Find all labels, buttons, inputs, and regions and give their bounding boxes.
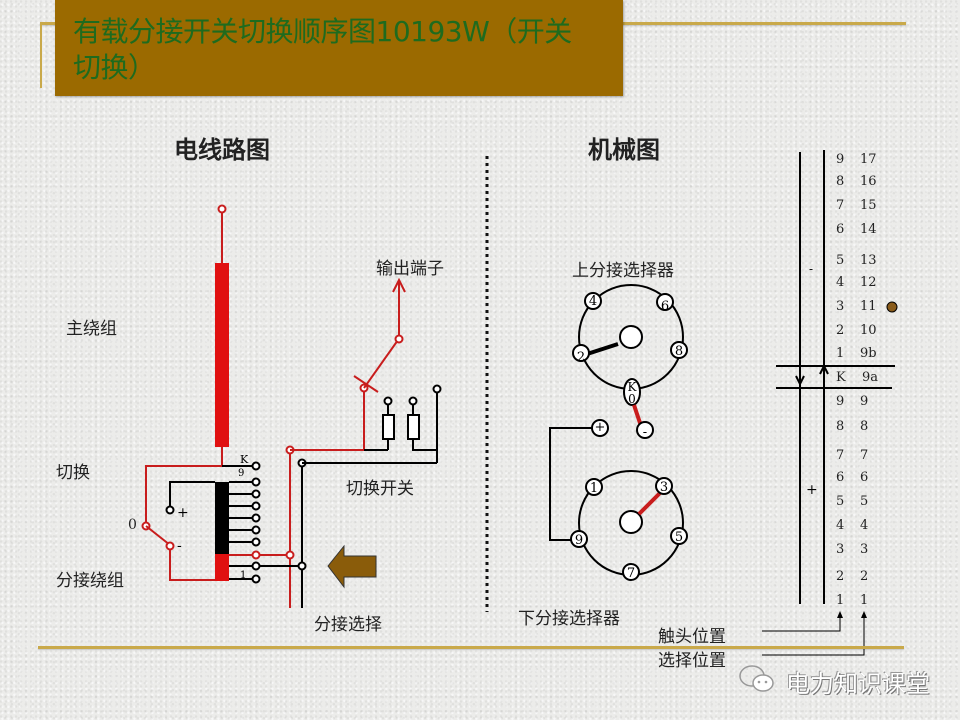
contact-position-label: 触头位置 [658,627,726,647]
svg-text:+: + [177,505,189,521]
svg-text:9: 9 [575,533,583,548]
tap-1-label: 1 [240,570,246,581]
zero-label: 0 [128,517,137,533]
output-terminal-label: 输出端子 [376,259,444,279]
page-title: 有载分接开关切换顺序图10193W（开关 切换） [73,14,618,86]
svg-text:3: 3 [660,480,668,495]
tap-winding [215,461,261,584]
tap-selection-label: 分接选择 [314,615,382,635]
main-winding [215,204,229,466]
tap-selection-arrow [327,544,377,589]
svg-text:2: 2 [577,350,585,365]
minus-zone-label: - [809,262,813,276]
main-winding-label: 主绕组 [66,319,117,339]
left-rule [40,22,42,88]
plus-zone-label: + [806,482,818,498]
bottom-rule [38,646,904,649]
svg-text:-: - [643,425,647,440]
title-banner: 有载分接开关切换顺序图10193W（开关 切换） [55,0,623,96]
sequence-chart [762,150,895,656]
selector-bus [260,445,307,608]
tap-winding-label: 分接绕组 [56,571,124,591]
selector-position-label: 选择位置 [658,651,726,671]
k-label: K [240,453,249,466]
change-over-selector: + - [141,465,222,581]
upper-tap-selector [549,284,688,541]
switching-label: 切换 [56,463,90,483]
title-line-1: 有载分接开关切换顺序图10193W（开关 [73,15,572,48]
title-line-2: 切换） [73,51,156,84]
lower-selector-label: 下分接选择器 [518,609,620,629]
electrical-diagram-heading: 电线路图 [174,135,270,164]
svg-text:0: 0 [628,392,636,406]
svg-text:K: K [628,380,638,394]
svg-text:1: 1 [590,481,598,496]
svg-text:8: 8 [675,344,683,359]
svg-text:4: 4 [589,294,597,309]
svg-text:-: - [177,538,182,554]
lower-tap-selector [570,470,688,581]
tap-9-label: 9 [238,468,244,479]
watermark-text: 电力知识课堂 [786,670,930,698]
mechanical-diagram-heading: 机械图 [588,135,660,164]
upper-contact-labels: 4 6 2 8 K0 + - [577,294,683,440]
upper-selector-label: 上分接选择器 [572,261,674,281]
svg-text:6: 6 [661,299,669,314]
current-position-indicator [886,301,898,313]
wechat-icon [739,665,774,692]
svg-text:+: + [595,420,606,435]
svg-text:5: 5 [675,530,683,545]
diverter-switch [290,277,442,464]
diverter-switch-label: 切换开关 [346,479,414,499]
svg-text:7: 7 [627,566,635,581]
